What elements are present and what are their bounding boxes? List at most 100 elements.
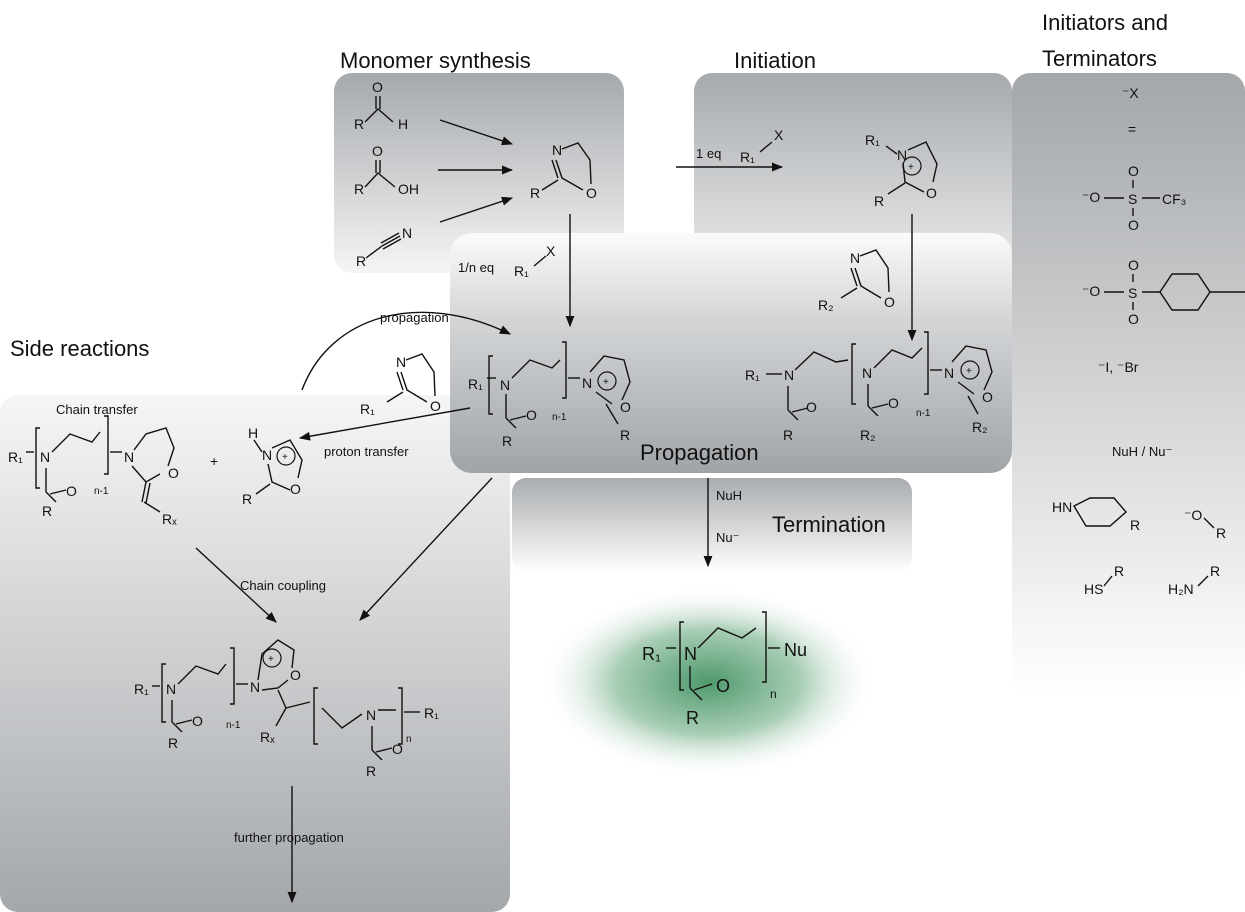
chain-transfer-product: R₁ N O R n-1 N O Rₓ [8, 415, 179, 527]
svg-text:R₁: R₁ [424, 705, 439, 721]
svg-text:O: O [66, 483, 77, 499]
carboxylic-acid-structure: O R OH [354, 143, 419, 197]
plus-sign: + [210, 453, 218, 469]
svg-text:R₂: R₂ [972, 419, 988, 435]
svg-text:O: O [806, 399, 817, 415]
svg-text:N: N [897, 147, 907, 163]
svg-text:N: N [396, 354, 406, 370]
svg-text:O: O [586, 185, 597, 201]
svg-text:R: R [168, 735, 178, 751]
svg-text:R: R [242, 491, 252, 507]
oxazolinium-cation: R₁ N + O R [865, 132, 938, 209]
svg-text:S: S [1128, 191, 1137, 207]
initiation-arrow: 1 eq R₁ X [676, 127, 784, 172]
triflate: O ⁻O S CF₃ O [1082, 163, 1186, 233]
side-reactions-heading: Side reactions [10, 336, 149, 361]
svg-text:N: N [366, 707, 376, 723]
svg-text:N: N [862, 365, 872, 381]
svg-text:n: n [770, 687, 777, 701]
svg-text:O: O [982, 389, 993, 405]
aldehyde-structure: O R H [354, 79, 408, 132]
svg-text:O: O [290, 667, 301, 683]
one-n-eq-r1: R₁ [514, 263, 529, 279]
propagation-intermediate-left: R₁ N O R n-1 N + O R [468, 341, 631, 449]
svg-text:R: R [354, 181, 364, 197]
svg-text:S: S [1128, 285, 1137, 301]
svg-text:N: N [784, 367, 794, 383]
svg-text:O: O [716, 676, 730, 696]
one-n-eq-x: X [546, 243, 556, 259]
terminated-polymer: R₁ N Nu O R n [642, 611, 807, 728]
proton-transfer-label: proton transfer [324, 444, 409, 459]
svg-text:R: R [366, 763, 376, 779]
svg-text:O: O [392, 741, 403, 757]
svg-text:HS: HS [1084, 581, 1103, 597]
svg-text:=: = [1128, 121, 1136, 137]
svg-text:n-1: n-1 [94, 486, 109, 497]
svg-text:⁻X: ⁻X [1122, 85, 1139, 101]
svg-text:O: O [1128, 257, 1139, 273]
one-n-eq-label: 1/n eq [458, 260, 494, 275]
svg-text:H: H [398, 116, 408, 132]
svg-text:X: X [774, 127, 784, 143]
svg-text:CF₃: CF₃ [1162, 191, 1186, 207]
chain-coupling-product: R₁ N O R n-1 N + O Rₓ N n R₁ O R [134, 639, 439, 779]
svg-text:R₂: R₂ [860, 427, 876, 443]
termination-heading: Termination [772, 512, 886, 537]
svg-text:R: R [686, 708, 699, 728]
chain-coupling-label: Chain coupling [240, 578, 326, 593]
svg-text:⁻O: ⁻O [1082, 283, 1100, 299]
initiators-heading-line2: Terminators [1042, 46, 1157, 71]
propagation-curve-arrow [301, 311, 512, 391]
svg-text:N: N [944, 365, 954, 381]
monomer-panel [334, 73, 624, 273]
propagation-heading: Propagation [640, 440, 759, 465]
chain-transfer-label: Chain transfer [56, 402, 138, 417]
initiation-heading: Initiation [734, 48, 816, 73]
svg-text:O: O [926, 185, 937, 201]
svg-text:R₁: R₁ [642, 644, 661, 664]
svg-text:N: N [166, 681, 176, 697]
svg-text:N: N [124, 449, 134, 465]
protonated-oxazoline: H N + O R [242, 425, 303, 507]
svg-text:R: R [530, 185, 540, 201]
synthesis-arrows [438, 119, 514, 223]
svg-text:+: + [966, 366, 972, 377]
tosylate: O ⁻O S O [1082, 257, 1245, 327]
halides: ⁻I, ⁻Br [1098, 359, 1139, 375]
svg-text:N: N [552, 142, 562, 158]
svg-text:+: + [268, 654, 274, 665]
svg-text:+: + [908, 162, 914, 173]
svg-text:O: O [372, 79, 383, 95]
svg-text:R: R [42, 503, 52, 519]
svg-text:+: + [282, 452, 288, 463]
oxazoline-r2: N O R₂ [818, 249, 895, 313]
termination-panel [512, 478, 912, 573]
svg-text:R₁: R₁ [8, 449, 23, 465]
svg-text:R₁: R₁ [360, 401, 375, 417]
piperidine: HN R [1052, 497, 1140, 533]
svg-text:N: N [582, 375, 592, 391]
svg-text:O: O [372, 143, 383, 159]
svg-text:O: O [884, 294, 895, 310]
svg-text:n-1: n-1 [916, 408, 931, 419]
svg-text:O: O [290, 481, 301, 497]
svg-text:R: R [502, 433, 512, 449]
proton-transfer-arrow [298, 407, 471, 441]
svg-text:O: O [1128, 217, 1139, 233]
svg-text:O: O [888, 395, 899, 411]
svg-text:n: n [406, 734, 412, 745]
svg-text:N: N [402, 225, 412, 241]
svg-text:N: N [250, 679, 260, 695]
svg-text:R₁: R₁ [745, 367, 760, 383]
propagation-curve-label: propagation [380, 310, 449, 325]
right-panel [1012, 73, 1245, 693]
oxazoline-r1: N O R₁ [360, 353, 441, 417]
nu-minus-label: Nu⁻ [716, 530, 739, 545]
alkoxide: ⁻O R [1184, 507, 1226, 541]
svg-text:N: N [262, 447, 272, 463]
svg-text:⁻O: ⁻O [1184, 507, 1202, 523]
svg-text:N: N [500, 377, 510, 393]
svg-text:⁻O: ⁻O [1082, 189, 1100, 205]
